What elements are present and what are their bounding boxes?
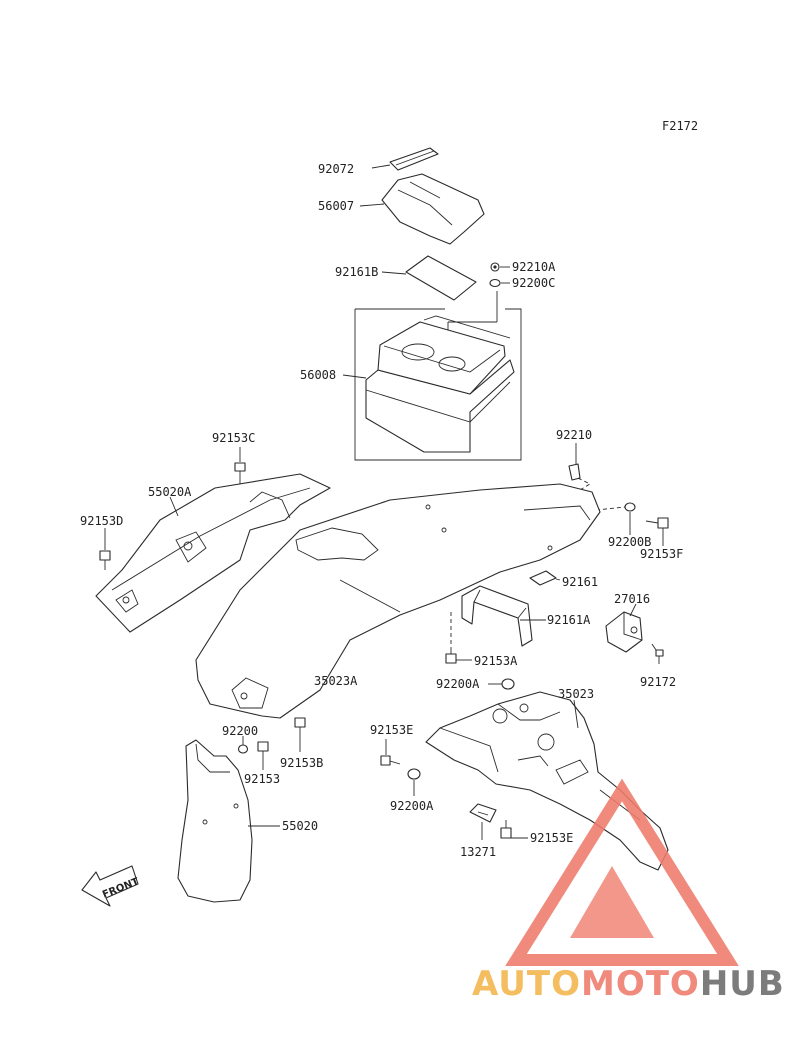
- label-92210A: 92210A: [512, 260, 556, 274]
- part-92153F-bolt: [645, 517, 669, 529]
- part-92172-screw: [655, 649, 664, 664]
- part-92153E-bolt-bottom: [500, 820, 512, 839]
- label-92153B: 92153B: [280, 756, 323, 770]
- part-35023A-rear-fender: [195, 483, 601, 719]
- part-92153A-bolt: [445, 612, 457, 664]
- watermark-triangle-icon: [505, 778, 739, 966]
- label-35023A: 35023A: [314, 674, 358, 688]
- label-92200A-bottom: 92200A: [390, 799, 434, 813]
- label-92161B: 92161B: [335, 265, 378, 279]
- label-92161A: 92161A: [547, 613, 591, 627]
- figure-code: F2172: [662, 119, 698, 133]
- label-92200C: 92200C: [512, 276, 555, 290]
- label-92153D: 92153D: [80, 514, 123, 528]
- label-56008: 56008: [300, 368, 336, 382]
- watermark-text: AUTOMOTOHUB: [472, 964, 785, 1004]
- label-92161: 92161: [562, 575, 598, 589]
- label-27016: 27016: [614, 592, 650, 606]
- label-92072: 92072: [318, 162, 354, 176]
- part-92210A-nut: [490, 262, 500, 272]
- part-92153D-bolt: [99, 550, 111, 570]
- label-35023: 35023: [558, 687, 594, 701]
- label-92153: 92153: [244, 772, 280, 786]
- label-92200B: 92200B: [608, 535, 651, 549]
- label-55020A: 55020A: [148, 485, 192, 499]
- part-27016-switch: [605, 611, 643, 653]
- part-92200-washer: [237, 744, 249, 754]
- label-92153E-bottom: 92153E: [530, 831, 573, 845]
- part-92072-strap: [389, 147, 439, 171]
- part-92200B-washer: [624, 502, 636, 512]
- front-arrow-icon: FRONT: [81, 865, 141, 907]
- label-92200: 92200: [222, 724, 258, 738]
- watermark-logo: AUTOMOTOHUB: [472, 778, 785, 1004]
- part-92153C-bolt: [234, 462, 246, 484]
- label-92210: 92210: [556, 428, 592, 442]
- label-92153E-top: 92153E: [370, 723, 413, 737]
- part-92200A-washer-bottom: [407, 768, 421, 780]
- label-92153A: 92153A: [474, 654, 518, 668]
- label-92153C: 92153C: [212, 431, 255, 445]
- part-92161B-pad: [405, 255, 477, 301]
- label-13271: 13271: [460, 845, 496, 859]
- part-92153E-bolt-top: [380, 755, 401, 766]
- part-56007-tool-bag: [381, 173, 485, 245]
- label-56007: 56007: [318, 199, 354, 213]
- part-92161-damper: [529, 570, 557, 586]
- part-92161A-damper: [461, 585, 533, 647]
- part-92153-bolt: [257, 741, 269, 764]
- part-13271-plate: [469, 803, 497, 823]
- label-92153F: 92153F: [640, 547, 683, 561]
- label-55020: 55020: [282, 819, 318, 833]
- part-56008-tool-case: [365, 315, 515, 453]
- part-55020A-side-cover: [95, 473, 331, 633]
- label-92172: 92172: [640, 675, 676, 689]
- part-92210-nut: [568, 463, 581, 481]
- part-92200C-washer: [489, 278, 501, 288]
- part-55020-cover: [177, 739, 253, 903]
- part-92200A-washer-top: [501, 678, 515, 690]
- label-92200A-top: 92200A: [436, 677, 480, 691]
- part-92153B-bolt: [294, 717, 306, 737]
